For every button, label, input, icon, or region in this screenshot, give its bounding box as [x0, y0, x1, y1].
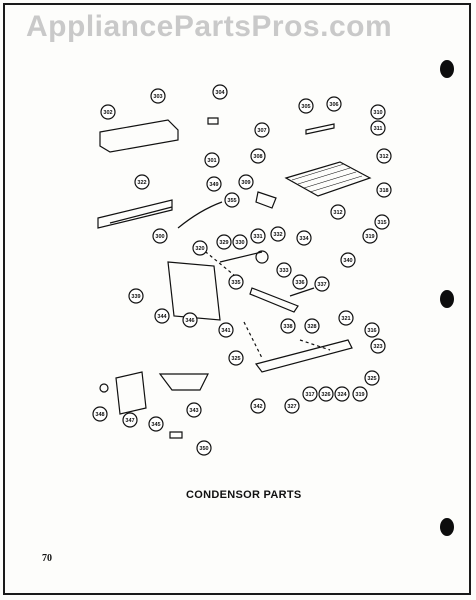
panel-344-drawing — [167, 261, 221, 321]
site-watermark: AppliancePartsPros.com — [26, 10, 393, 43]
part-label-318: 318 — [379, 188, 388, 194]
page-border — [3, 3, 471, 595]
part-label-304: 304 — [215, 90, 225, 96]
rail-300-drawing — [97, 199, 173, 229]
part-label-329: 329 — [219, 240, 228, 246]
part-label-306: 306 — [329, 102, 338, 108]
part-label-326: 326 — [321, 392, 330, 398]
part-label-355: 355 — [227, 198, 236, 204]
part-label-319b: 319 — [355, 392, 364, 398]
part-label-325: 325 — [231, 356, 240, 362]
part-label-325b: 325 — [367, 376, 376, 382]
part-label-316: 316 — [367, 328, 376, 334]
assembly-line-b — [299, 339, 331, 351]
tube-355-drawing — [177, 201, 223, 229]
part-label-328: 328 — [307, 324, 316, 330]
assembly-line-a — [243, 321, 263, 359]
part-label-341: 341 — [221, 328, 230, 334]
part-label-300: 300 — [155, 234, 164, 240]
part-label-340: 340 — [343, 258, 352, 264]
rod-337-drawing — [289, 287, 315, 297]
tray-340-drawing — [158, 373, 209, 391]
part-label-308: 308 — [253, 154, 262, 160]
part-label-347: 347 — [125, 418, 134, 424]
part-label-312a: 312 — [379, 154, 388, 160]
part-label-305: 305 — [301, 104, 310, 110]
bracket-347-drawing — [115, 371, 147, 415]
part-label-338: 338 — [283, 324, 292, 330]
bracket-306-drawing — [305, 123, 335, 135]
part-349-drawing — [255, 191, 277, 209]
part-label-330: 330 — [235, 240, 244, 246]
part-label-337: 337 — [317, 282, 326, 288]
part-label-322: 322 — [137, 180, 146, 186]
part-label-348: 348 — [95, 412, 104, 418]
part-label-333: 333 — [279, 268, 288, 274]
part-label-320: 320 — [195, 246, 204, 252]
part-label-327: 327 — [287, 404, 296, 410]
base-plate-drawing — [254, 339, 353, 373]
rail-300-inner — [109, 206, 173, 224]
binder-hole-bottom — [440, 518, 454, 536]
part-label-349a: 349 — [209, 182, 218, 188]
part-label-302: 302 — [103, 110, 112, 116]
binder-hole-top — [440, 60, 454, 78]
part-label-331: 331 — [253, 234, 262, 240]
part-304-drawing — [207, 117, 219, 125]
part-label-311: 311 — [374, 126, 383, 132]
part-label-336: 336 — [295, 280, 304, 286]
part-label-346: 346 — [185, 318, 194, 324]
part-label-334: 334 — [299, 236, 309, 242]
ring-348-drawing — [99, 383, 109, 393]
part-label-339: 339 — [131, 294, 140, 300]
condenser-312-drawing — [284, 161, 372, 197]
part-label-312b: 312 — [333, 210, 342, 216]
shaft-drawing — [219, 251, 263, 263]
motor-331-drawing — [255, 250, 269, 264]
part-label-315: 315 — [377, 220, 386, 226]
part-label-301: 301 — [207, 158, 216, 164]
part-label-321: 321 — [341, 316, 350, 322]
part-label-317: 317 — [305, 392, 314, 398]
part-label-309: 309 — [241, 180, 250, 186]
bracket-302-drawing — [99, 119, 179, 153]
part-label-324: 324 — [337, 392, 347, 398]
part-label-345: 345 — [151, 422, 160, 428]
binder-hole-middle — [440, 290, 454, 308]
part-label-310: 310 — [373, 110, 382, 116]
part-label-342: 342 — [253, 404, 262, 410]
page-number: 70 — [42, 553, 52, 564]
part-label-343: 343 — [189, 408, 198, 414]
diagram-caption: CONDENSOR PARTS — [186, 489, 302, 501]
part-343-drawing — [169, 431, 183, 439]
part-label-344: 344 — [157, 314, 167, 320]
part-label-319: 319 — [365, 234, 374, 240]
part-label-335: 335 — [231, 280, 240, 286]
part-label-323: 323 — [373, 344, 382, 350]
part-label-307: 307 — [257, 128, 266, 134]
part-label-303: 303 — [153, 94, 162, 100]
part-label-332: 332 — [273, 232, 282, 238]
strip-336-drawing — [249, 287, 299, 313]
part-label-350: 350 — [199, 446, 208, 452]
